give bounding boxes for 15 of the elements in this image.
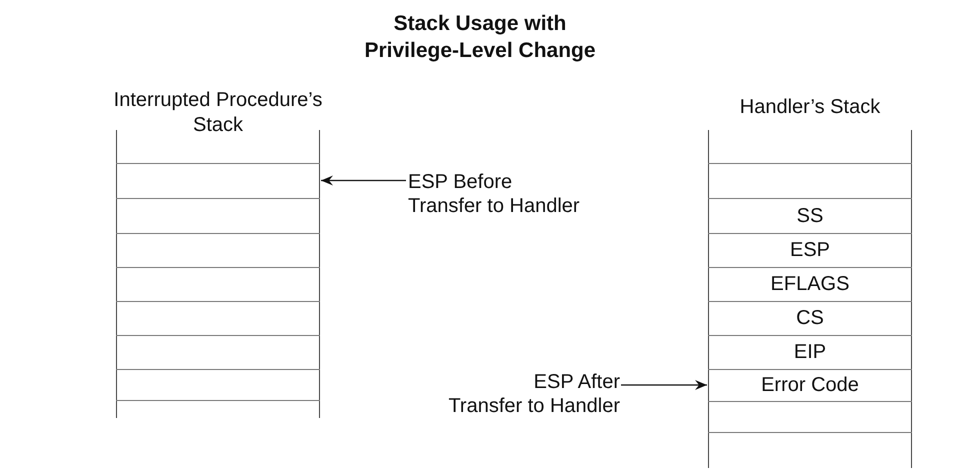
stack-cell: EIP bbox=[708, 335, 912, 369]
arrow bbox=[621, 380, 707, 390]
stack-cell: Error Code bbox=[708, 369, 912, 401]
stack-cell: ESP bbox=[708, 233, 912, 267]
pointer-label: ESP After Transfer to Handler bbox=[370, 370, 620, 420]
stack-cell: CS bbox=[708, 301, 912, 335]
pointer-label: ESP Before Transfer to Handler bbox=[408, 170, 658, 220]
stack-cell bbox=[116, 369, 320, 401]
stack-cell: SS bbox=[708, 198, 912, 233]
stack-heading: Handler’s Stack bbox=[738, 95, 882, 120]
arrow bbox=[321, 176, 406, 186]
stack-heading: Interrupted Procedure’s Stack bbox=[112, 88, 324, 138]
diagram-title: Stack Usage with Privilege-Level Change bbox=[363, 11, 597, 64]
stack-cell bbox=[708, 401, 912, 433]
stack-cell: EFLAGS bbox=[708, 267, 912, 301]
